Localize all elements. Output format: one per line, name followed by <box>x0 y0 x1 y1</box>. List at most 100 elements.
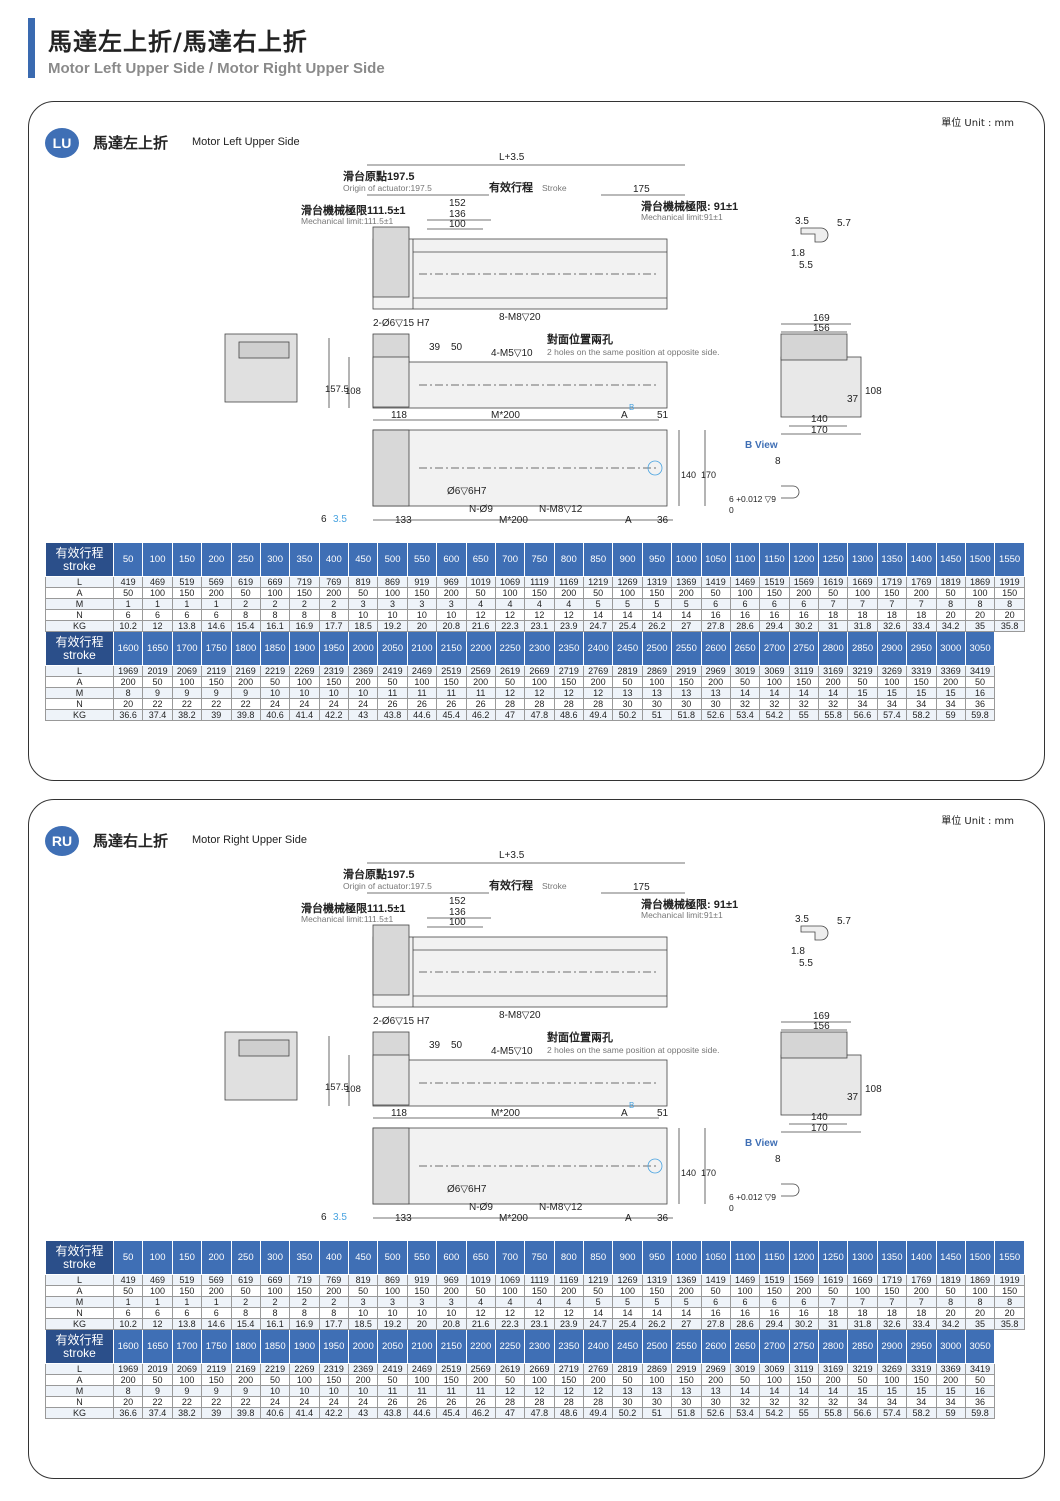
holes-4-m5: 4-M5▽10 <box>491 348 533 359</box>
table-cell: 50 <box>259 1374 291 1386</box>
table-cell: 1719 <box>876 576 908 588</box>
table-cell: 150 <box>201 1374 232 1386</box>
dim-51: 51 <box>657 410 669 421</box>
stroke-value: 1350 <box>876 1240 908 1275</box>
b-view-label: B View <box>745 1138 778 1149</box>
table-cell: 769 <box>318 576 350 588</box>
table-cell: 8 <box>259 609 291 621</box>
stroke-value: 2100 <box>406 1329 438 1364</box>
table-cell: 24 <box>289 698 320 710</box>
origin-label-zh: 滑台原點197.5 <box>343 169 415 183</box>
opposite-holes-en: 2 holes on the same position at opposite… <box>547 347 719 357</box>
table-cell: 44.6 <box>406 709 438 721</box>
table-cell: 22 <box>171 1396 203 1408</box>
table-cell: 25.4 <box>612 1318 643 1330</box>
table-cell: 100 <box>377 1285 408 1297</box>
table-cell: 10.2 <box>112 1318 144 1330</box>
table-cell: 3319 <box>906 1363 937 1375</box>
table-cell: 22 <box>142 1396 173 1408</box>
row-label: KG <box>45 1318 114 1330</box>
table-cell: 44.6 <box>406 1407 438 1419</box>
table-cell: 2419 <box>377 665 408 677</box>
stroke-value: 850 <box>582 542 614 577</box>
table-cell: 59.8 <box>964 1407 996 1419</box>
table-cell: 2619 <box>494 665 526 677</box>
table-cell: 200 <box>112 1374 144 1386</box>
table-cell: 50 <box>582 1285 614 1297</box>
table-cell: 18 <box>847 609 878 621</box>
table-cell: 4 <box>465 1296 496 1308</box>
table-cell: 100 <box>729 587 761 599</box>
table-cell: 7 <box>906 1296 937 1308</box>
table-cell: 27 <box>671 1318 702 1330</box>
table-cell: 15 <box>847 1385 878 1397</box>
dim-5-5: 5.5 <box>799 260 813 271</box>
dim-108: 108 <box>345 386 361 397</box>
dim-136: 136 <box>449 907 466 918</box>
table-cell: 1769 <box>906 576 937 588</box>
table-cell: 10 <box>318 1385 350 1397</box>
table-cell: 1819 <box>935 1274 966 1286</box>
table-cell: 27.8 <box>700 620 731 632</box>
table-cell: 150 <box>671 1374 702 1386</box>
stroke-value: 700 <box>494 542 526 577</box>
table-cell: 3 <box>406 1296 438 1308</box>
stroke-value: 350 <box>289 542 320 577</box>
table-cell: 11 <box>436 687 467 699</box>
table-cell: 46.2 <box>465 709 496 721</box>
table-cell: 30 <box>612 1396 643 1408</box>
table-cell: 3 <box>436 1296 467 1308</box>
table-cell: 2 <box>230 1296 261 1308</box>
table-cell: 11 <box>465 1385 496 1397</box>
dim-36: 36 <box>657 515 669 526</box>
table-cell: 55.8 <box>817 709 849 721</box>
dim-6: 6 <box>321 514 327 525</box>
table-cell: 16.9 <box>289 1318 320 1330</box>
table-cell: 150 <box>876 1285 908 1297</box>
table-cell: 150 <box>553 676 585 688</box>
table-cell: 1219 <box>582 576 614 588</box>
stroke-value: 800 <box>553 1240 585 1275</box>
table-cell: 26 <box>377 1396 408 1408</box>
table-cell: 34 <box>847 1396 878 1408</box>
table-cell: 14 <box>641 1307 673 1319</box>
table-cell: 36.6 <box>112 1407 144 1419</box>
table-cell: 1669 <box>847 1274 878 1286</box>
table-cell: 32 <box>788 698 820 710</box>
table-cell: 28 <box>494 698 526 710</box>
table-cell: 10 <box>318 687 350 699</box>
stroke-value: 1150 <box>759 542 790 577</box>
stroke-value: 2600 <box>700 1329 731 1364</box>
stroke-value: 2900 <box>876 1329 908 1364</box>
dim-108: 108 <box>345 1084 361 1095</box>
table-cell: 10 <box>259 687 291 699</box>
table-cell: 8 <box>964 598 996 610</box>
n-m8: N-M8▽12 <box>539 1202 583 1213</box>
table-cell: 6 <box>788 1296 820 1308</box>
stroke-value: 200 <box>201 542 232 577</box>
table-cell: 1969 <box>112 1363 144 1375</box>
table-cell: 469 <box>142 1274 173 1286</box>
stroke-value: 1000 <box>671 1240 702 1275</box>
table-cell: 100 <box>142 1285 173 1297</box>
table-cell: 100 <box>142 587 173 599</box>
table-cell: 13 <box>700 1385 731 1397</box>
table-cell: 200 <box>201 587 232 599</box>
table-cell: 39.8 <box>230 1407 261 1419</box>
table-cell: 200 <box>347 1374 379 1386</box>
table-cell: 14 <box>788 687 820 699</box>
table-cell: 7 <box>876 1296 908 1308</box>
table-cell: 6 <box>759 598 790 610</box>
table-cell: 39.8 <box>230 709 261 721</box>
table-cell: 8 <box>289 1307 320 1319</box>
table-cell: 2119 <box>201 1363 232 1375</box>
table-cell: 200 <box>230 1374 261 1386</box>
table-cell: 8 <box>935 598 966 610</box>
table-cell: 12 <box>494 687 526 699</box>
table-cell: 1319 <box>641 576 673 588</box>
table-cell: 50 <box>377 1374 408 1386</box>
dim-a-bottom: A <box>625 515 632 526</box>
